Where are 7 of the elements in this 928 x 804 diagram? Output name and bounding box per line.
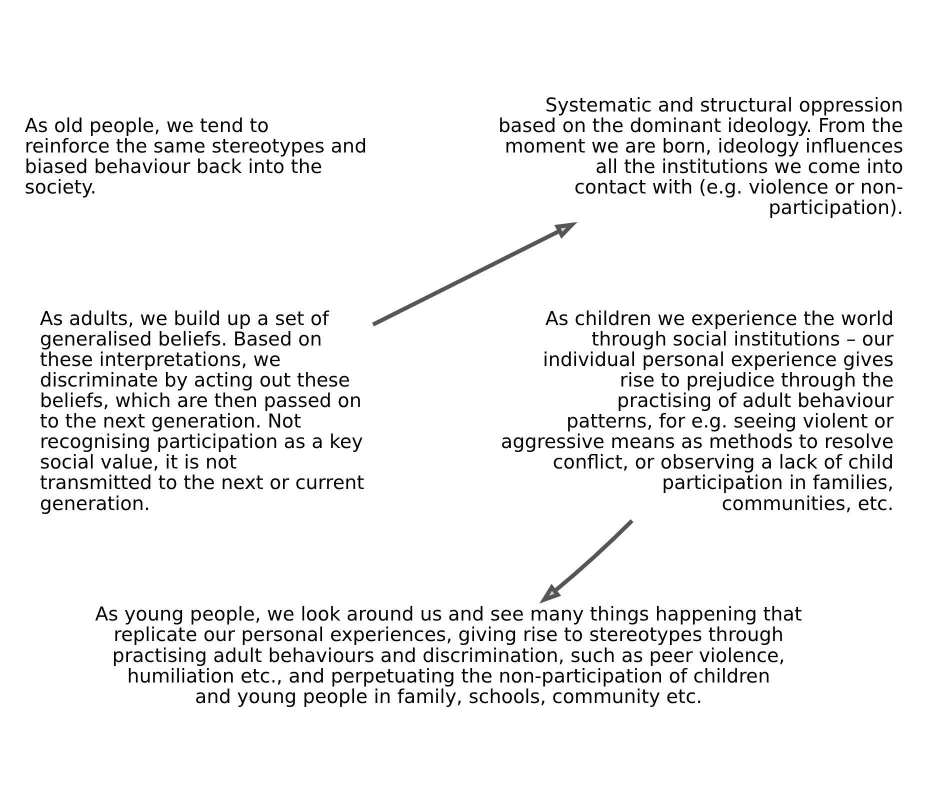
node-text: As children we experience the world through social institutions – our individual personal experience gives rise to prejudice through the practising of adult behaviour patterns, for e.g. seeing violent or aggressive means as methods to resolve conflict, or observing a lack of child participation in families, communities, etc. <box>500 306 894 515</box>
node-text: As adults, we build up a set of generalised beliefs. Based on these interpretations, we discriminate by acting out these beliefs, which are then passed on to the next generation. Not recognising participation as a key social value, it is not transmitted to the next or current generation. <box>40 306 364 515</box>
node-text: Systematic and structural oppression based on the dominant ideology. From the moment we are born, ideology influences all the institutions we come into contact with (e.g. violence or non-participation). <box>498 93 904 219</box>
arrow <box>372 222 578 326</box>
node-text: As young people, we look around us and see many things happening that replicate our personal experiences, giving rise to stereotypes through practising adult behaviours and discrimination, such as peer violence, humiliation etc., and perpetuating the non-participation of children and young people in family, schools, community etc. <box>95 602 802 708</box>
arrow <box>539 519 634 604</box>
node-text: As old people, we tend to reinforce the same stereotypes and biased behaviour back into the society. <box>24 114 367 198</box>
